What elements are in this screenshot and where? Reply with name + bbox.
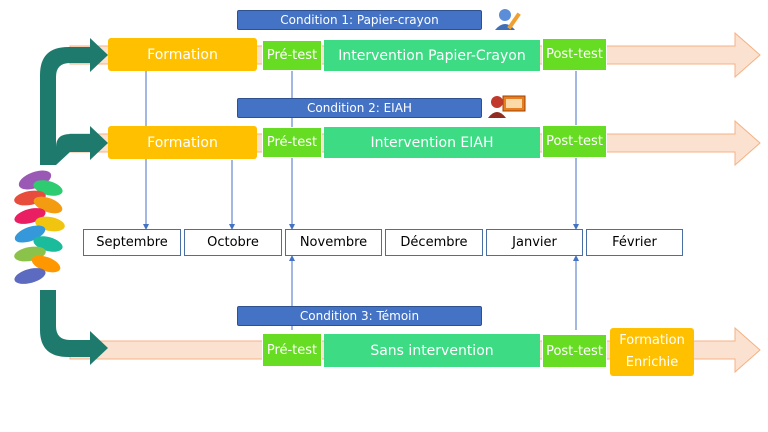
user-edit-icon (495, 9, 521, 30)
condition-3-pretest: Pré-test (262, 333, 322, 367)
month-novembre: Novembre (285, 229, 382, 256)
condition-1-header: Condition 1: Papier-crayon (237, 10, 482, 30)
month-janvier: Janvier (486, 229, 583, 256)
month-octobre: Octobre (184, 229, 282, 256)
raised-hands-icon (14, 170, 65, 284)
condition-3-header: Condition 3: Témoin (237, 306, 482, 326)
condition-2-intervention: Intervention EIAH (324, 127, 540, 158)
formation-enrichie-line-2: Enrichie (625, 355, 679, 370)
condition-2-pretest: Pré-test (262, 127, 322, 158)
condition-2-formation: Formation (108, 126, 257, 159)
condition-2-posttest: Post-test (542, 125, 607, 158)
month-decembre: Décembre (385, 229, 483, 256)
formation-enrichie-line-1: Formation (619, 333, 685, 348)
branch-arrow-bottom (40, 290, 108, 365)
branch-arrow-top (40, 38, 108, 165)
condition-2-header: Condition 2: EIAH (237, 98, 482, 118)
condition-1-intervention: Intervention Papier-Crayon (324, 40, 540, 71)
month-septembre: Septembre (83, 229, 181, 256)
condition-3-formation-enrichie: Formation Enrichie (610, 328, 694, 376)
condition-1-pretest: Pré-test (262, 40, 322, 71)
condition-1-formation: Formation (108, 38, 257, 71)
branch-arrow-middle (56, 126, 108, 165)
condition-1-posttest: Post-test (542, 38, 607, 71)
month-fevrier: Février (586, 229, 683, 256)
condition-3-intervention: Sans intervention (324, 334, 540, 367)
computer-user-icon (488, 95, 526, 118)
condition-3-posttest: Post-test (542, 334, 607, 368)
